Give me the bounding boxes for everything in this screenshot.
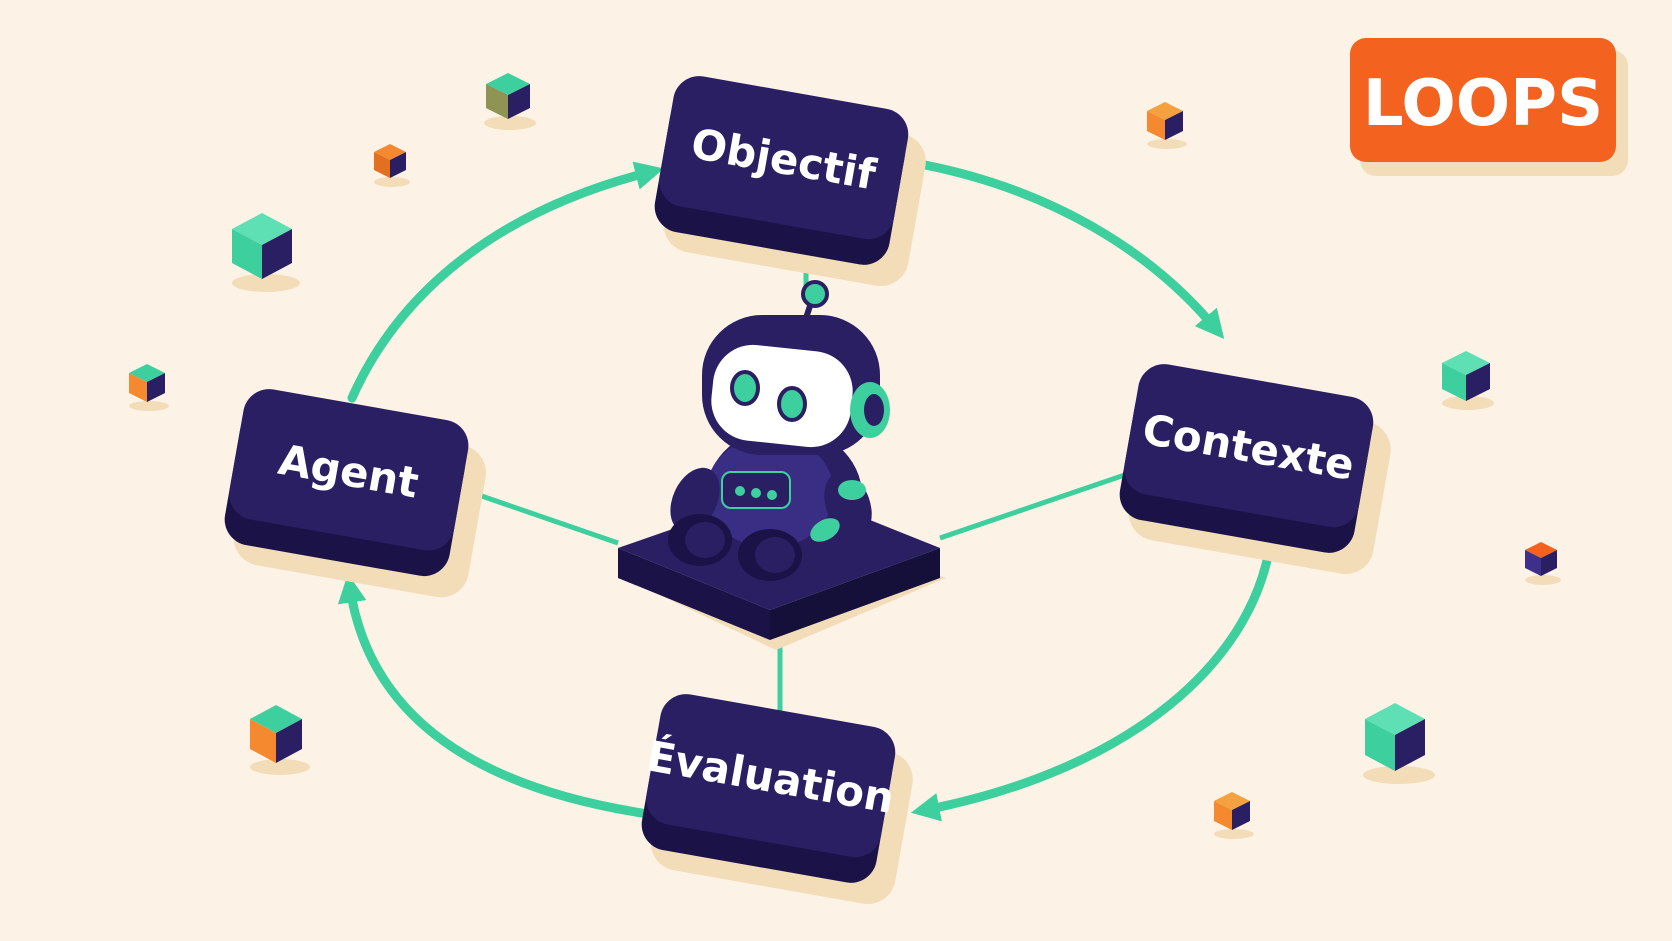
node-contexte: Contexte (1119, 364, 1391, 575)
cube-icon (1363, 703, 1435, 784)
loops-badge: LOOPS (1350, 38, 1628, 176)
cube-icon (250, 705, 310, 775)
arrow-contexte-to-evaluation (910, 525, 1277, 822)
loops-badge-label: LOOPS (1363, 67, 1603, 141)
node-agent: Agent (224, 389, 486, 598)
node-evaluation: Évaluation (641, 694, 913, 905)
connector-contexte (939, 465, 1146, 541)
cube-icon (1147, 102, 1187, 149)
cube-icon (1442, 351, 1494, 410)
cube-icon (232, 213, 300, 292)
cube-icon (484, 73, 536, 130)
connector-agent (469, 489, 619, 546)
cube-icon (129, 364, 169, 411)
node-objectif: Objectif (654, 76, 926, 287)
robot-icon (618, 280, 946, 650)
arrow-evaluation-to-agent (337, 573, 660, 820)
cube-icon (374, 144, 410, 187)
arrow-agent-to-objectif (347, 161, 664, 403)
arrow-objectif-to-contexte (920, 160, 1225, 340)
decor-cubes (129, 73, 1561, 839)
cube-icon (1214, 792, 1254, 839)
loop-arrows (337, 160, 1277, 822)
cube-icon (1525, 542, 1561, 585)
